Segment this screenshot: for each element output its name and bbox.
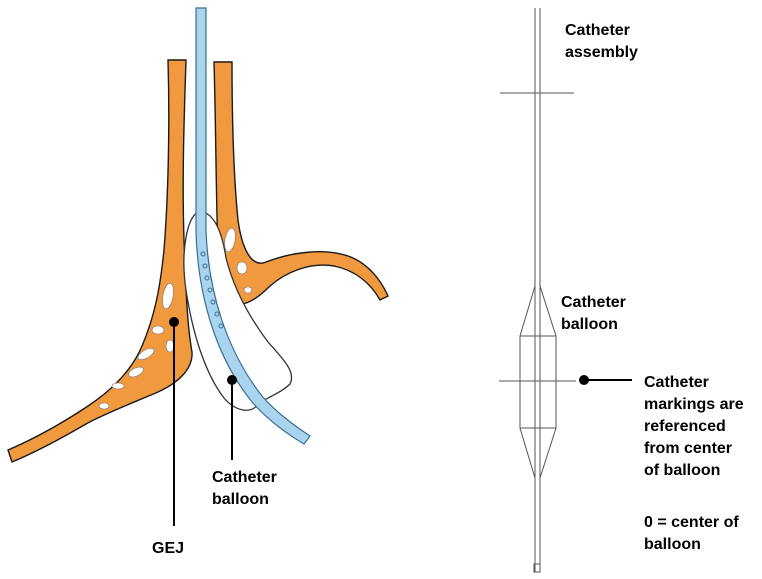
label-line: markings are bbox=[644, 394, 744, 416]
label-line: referenced bbox=[644, 416, 744, 438]
label-line: Catheter bbox=[561, 292, 626, 314]
anatomy-illustration bbox=[8, 8, 388, 526]
label-line: Catheter bbox=[212, 467, 277, 489]
tissue-spot bbox=[244, 287, 252, 293]
gej-pointer-dot bbox=[169, 317, 179, 327]
label-gej: GEJ bbox=[152, 538, 184, 560]
balloon-pointer-left-dot bbox=[227, 375, 237, 385]
label-line: balloon bbox=[212, 489, 277, 511]
tissue-spot bbox=[112, 383, 124, 389]
label-line: assembly bbox=[565, 42, 638, 64]
markings-pointer bbox=[579, 375, 632, 385]
label-line: from center bbox=[644, 438, 744, 460]
tissue-spot bbox=[166, 340, 174, 352]
catheter-balloon-schematic bbox=[520, 286, 556, 478]
label-line: 0 = center of bbox=[644, 512, 739, 534]
label-zero-center: 0 = center of balloon bbox=[644, 512, 739, 556]
label-line: Catheter bbox=[644, 372, 744, 394]
label-line: of balloon bbox=[644, 460, 744, 482]
label-line: Catheter bbox=[565, 20, 638, 42]
tissue-spot bbox=[237, 262, 247, 274]
label-catheter-balloon-left: Catheter balloon bbox=[212, 467, 277, 511]
label-catheter-assembly: Catheter assembly bbox=[565, 20, 638, 64]
left-esophageal-wall bbox=[8, 60, 192, 462]
label-catheter-markings: Catheter markings are referenced from ce… bbox=[644, 372, 744, 482]
label-line: balloon bbox=[644, 534, 739, 556]
tissue-spot bbox=[152, 326, 164, 334]
tissue-spot bbox=[99, 403, 109, 409]
label-line: balloon bbox=[561, 314, 626, 336]
catheter-schematic bbox=[499, 8, 576, 572]
label-catheter-balloon-right: Catheter balloon bbox=[561, 292, 626, 336]
